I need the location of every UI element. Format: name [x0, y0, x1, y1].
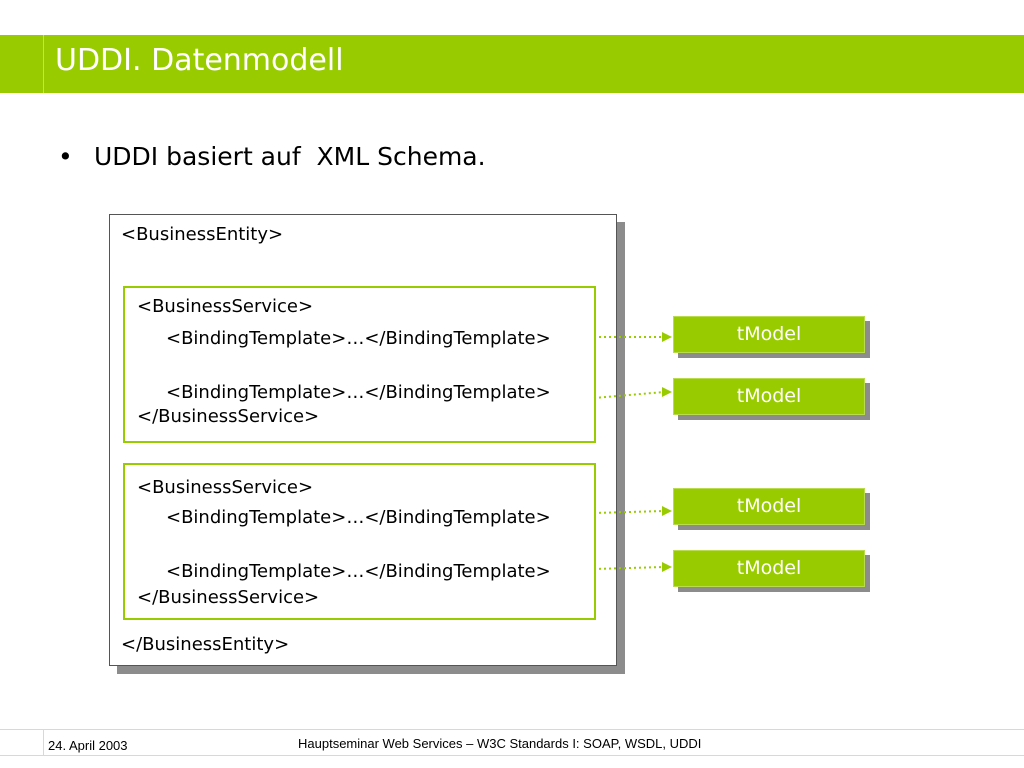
business-entity-close-tag: </BusinessEntity>: [121, 634, 290, 655]
footer-center-text: Hauptseminar Web Services – W3C Standard…: [298, 736, 702, 751]
business-service-box-2: [123, 463, 596, 620]
arrow-line-3: [593, 510, 665, 514]
tmodel-box-3: tModel: [673, 488, 865, 525]
slide-title: UDDI. Datenmodell: [55, 43, 344, 78]
tmodel-box-4: tModel: [673, 550, 865, 587]
business-service-2-close-tag: </BusinessService>: [137, 587, 320, 608]
arrow-head-3: [662, 506, 672, 516]
binding-template-2-1: <BindingTemplate>…</BindingTemplate>: [166, 507, 551, 528]
business-service-box-1: [123, 286, 596, 443]
tmodel-box-1: tModel: [673, 316, 865, 353]
arrow-head-2: [662, 387, 672, 397]
business-service-1-open-tag: <BusinessService>: [137, 296, 314, 317]
title-divider: [43, 35, 44, 93]
binding-template-1-2: <BindingTemplate>…</BindingTemplate>: [166, 382, 551, 403]
bullet-text: UDDI basiert auf XML Schema.: [94, 142, 486, 171]
footer-date: 24. April 2003: [48, 738, 128, 753]
arrow-line-2: [593, 391, 665, 399]
business-service-1-close-tag: </BusinessService>: [137, 406, 320, 427]
business-service-2-open-tag: <BusinessService>: [137, 477, 314, 498]
footer-rule-bottom: [0, 755, 1024, 756]
arrow-head-4: [662, 562, 672, 572]
bullet-dot: •: [58, 142, 73, 171]
binding-template-2-2: <BindingTemplate>…</BindingTemplate>: [166, 561, 551, 582]
arrow-line-4: [593, 566, 665, 570]
title-bar: UDDI. Datenmodell: [0, 35, 1024, 93]
footer-divider: [43, 729, 44, 756]
binding-template-1-1: <BindingTemplate>…</BindingTemplate>: [166, 328, 551, 349]
footer-rule-top: [0, 729, 1024, 730]
arrow-head-1: [662, 332, 672, 342]
tmodel-box-2: tModel: [673, 378, 865, 415]
business-entity-open-tag: <BusinessEntity>: [121, 224, 284, 245]
